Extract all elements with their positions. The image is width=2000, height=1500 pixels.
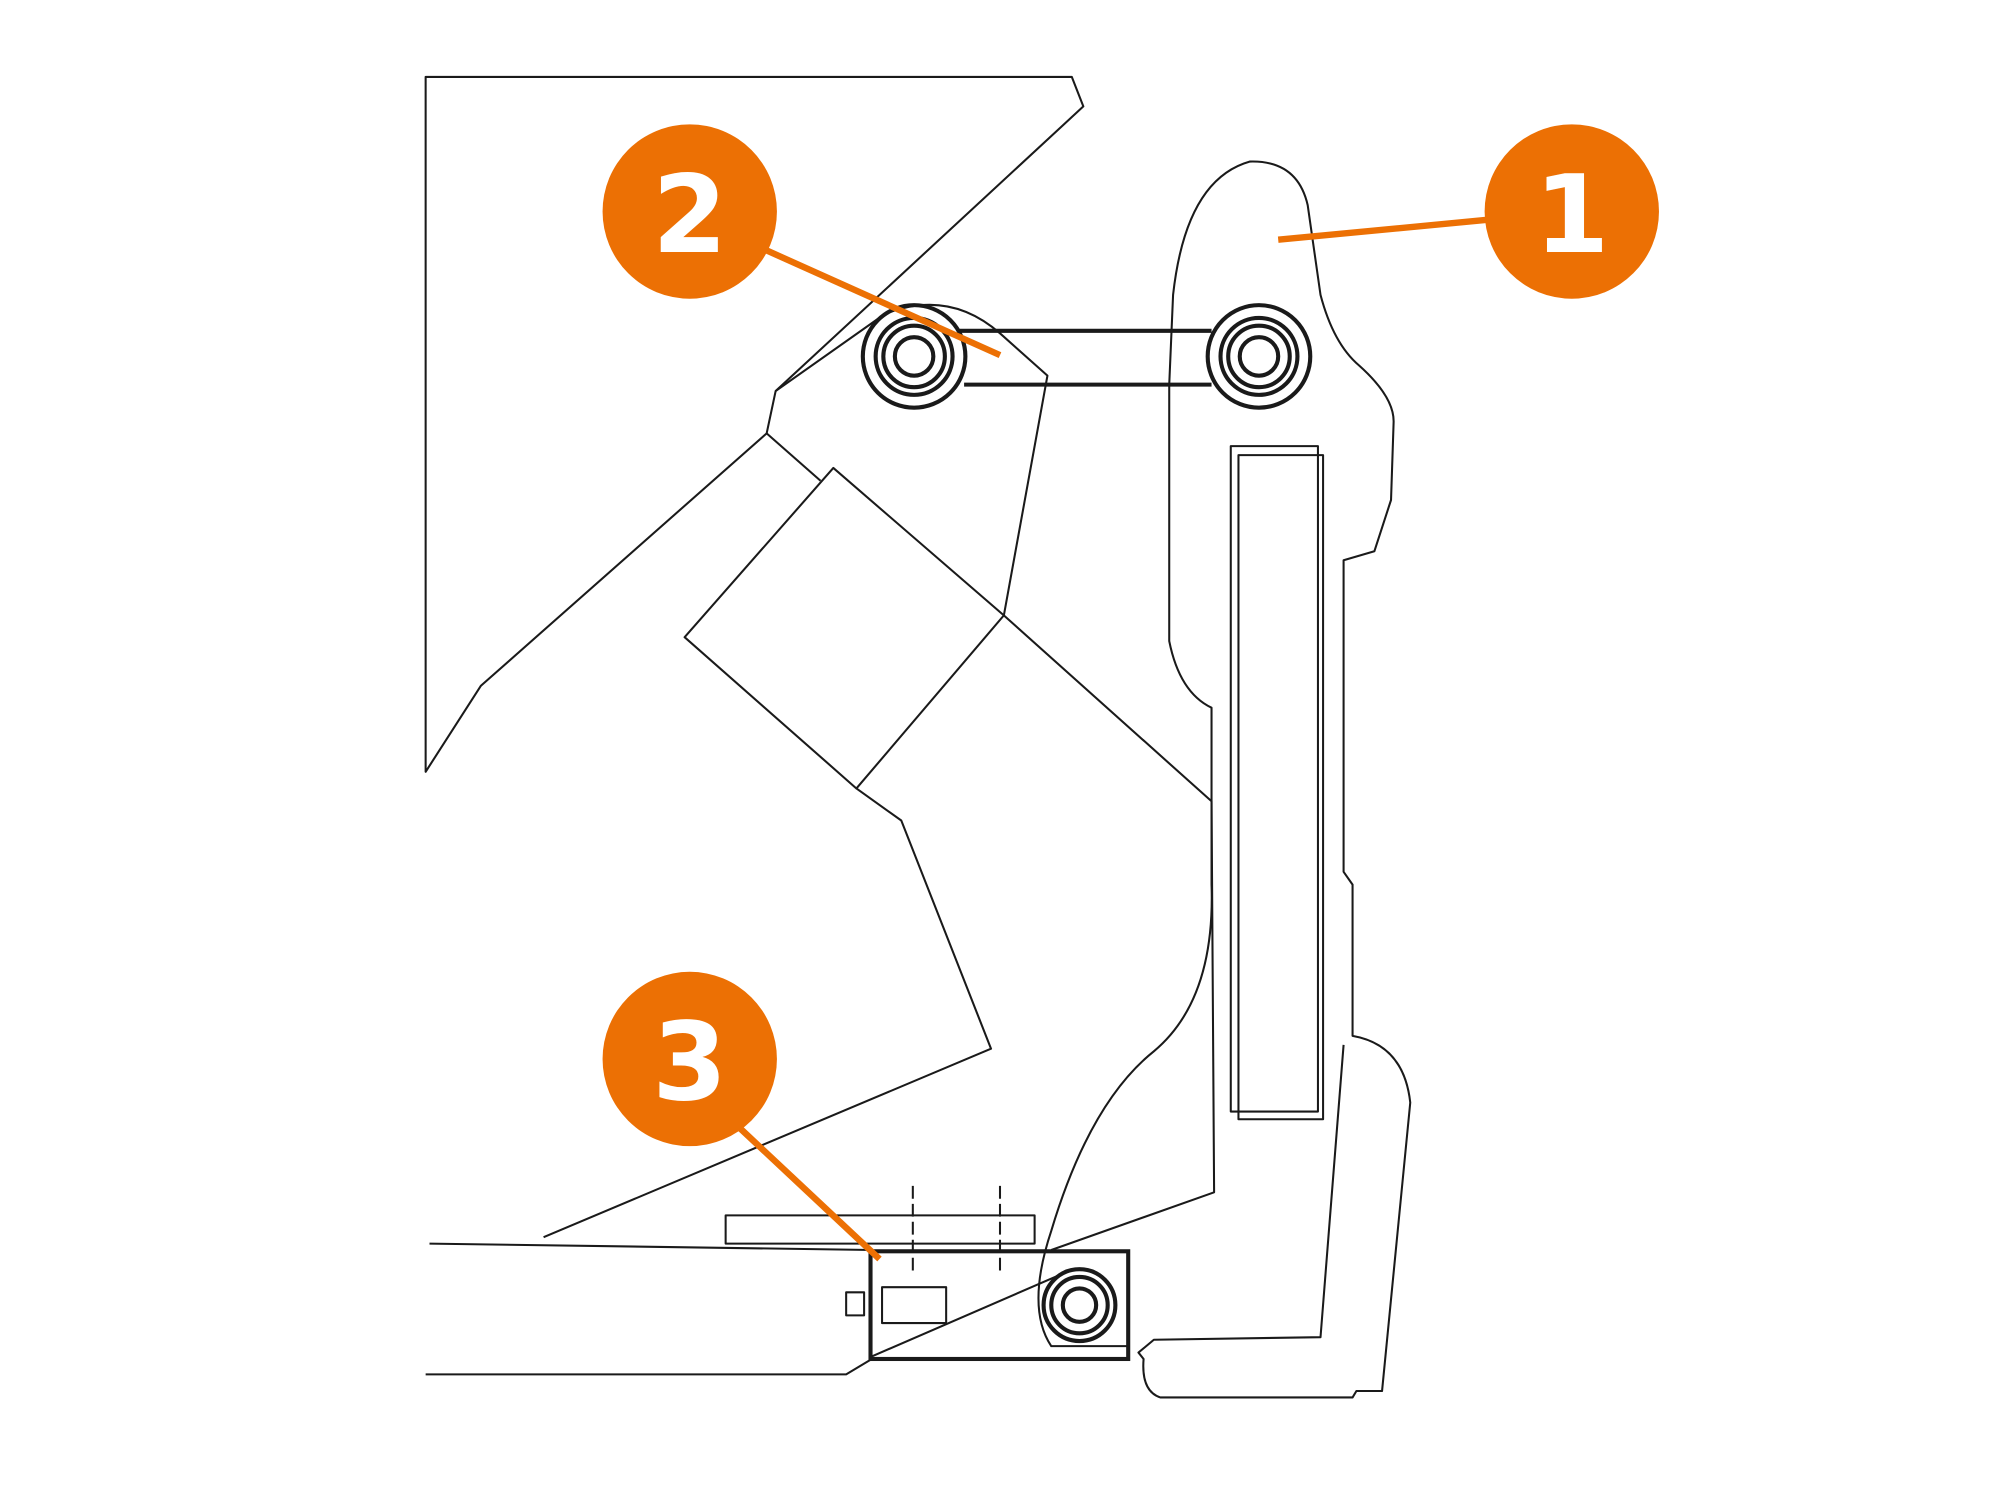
callout-1-label: 1	[1534, 153, 1609, 278]
hinge-arm	[1137, 160, 1412, 1399]
callout-3: 3	[602, 971, 777, 1147]
callout-2: 2	[602, 124, 777, 299]
base-lines	[425, 1242, 1065, 1376]
slot-inner	[1237, 454, 1325, 1121]
callout-3-label: 3	[652, 1000, 727, 1125]
link-plate	[775, 303, 1216, 1251]
slot-outer	[1229, 445, 1319, 1113]
callout-1-leader	[1277, 216, 1494, 243]
pivot-right	[1205, 303, 1313, 410]
callout-2-leader	[761, 245, 1002, 359]
mount-tab	[845, 1291, 866, 1317]
housing-inner-edge	[765, 432, 822, 482]
pivot-bottom	[1041, 1267, 1118, 1344]
callout-3-leader	[734, 1123, 882, 1262]
pivot-left	[860, 303, 968, 410]
mount-box	[868, 1249, 1131, 1362]
center-lines	[911, 1185, 1002, 1276]
callout-1: 1	[1484, 124, 1659, 299]
lower-arm	[543, 787, 993, 1239]
callout-2-label: 2	[652, 153, 727, 278]
link-bar	[958, 328, 1212, 387]
rotated-block	[683, 466, 1005, 790]
base-plate	[724, 1214, 1036, 1245]
mount-slot	[881, 1286, 948, 1325]
hinge-arm-inner-edge	[1037, 384, 1213, 1348]
upper-housing	[424, 75, 1085, 773]
